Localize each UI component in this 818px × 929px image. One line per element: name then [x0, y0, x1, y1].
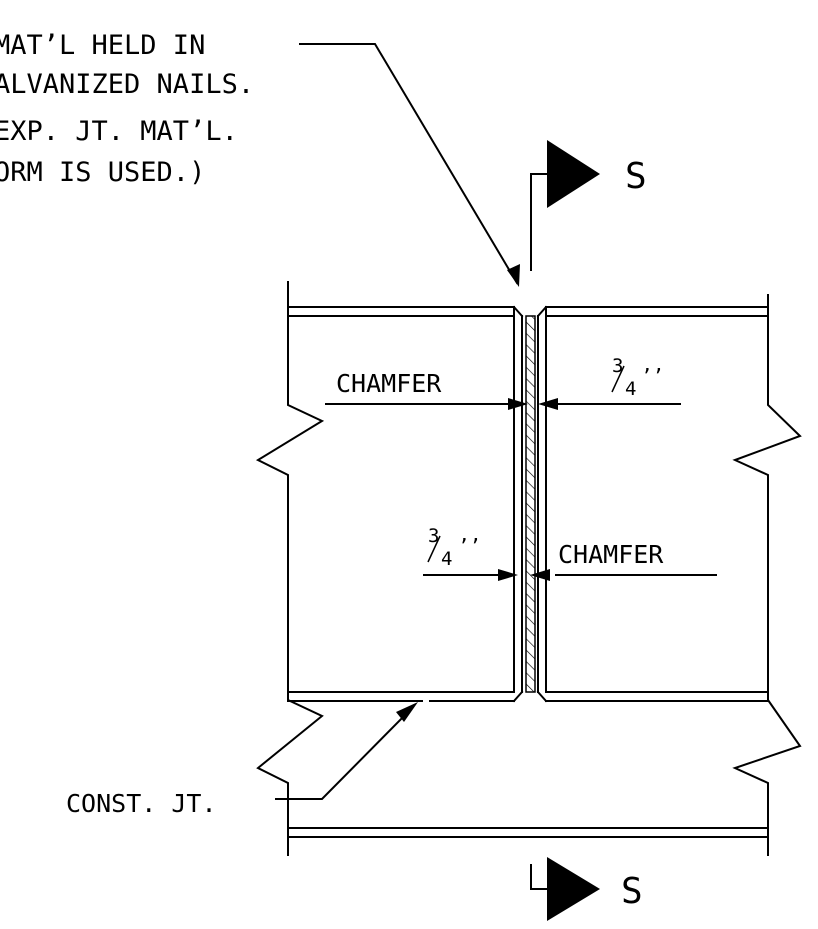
const-joint-callout: CONST. JT.: [66, 702, 418, 818]
upper-dimension: CHAMFER 3 4 ’’: [325, 355, 681, 410]
note-line-4: ORM IS USED.): [0, 157, 205, 188]
upper-value-den: 4: [625, 378, 636, 400]
notes-block: MAT’L HELD IN ALVANIZED NAILS. EXP. JT. …: [0, 30, 254, 188]
section-mark-bottom: S: [530, 857, 643, 921]
upper-right-arrowhead: [538, 398, 558, 410]
section-label-bottom: S: [621, 871, 643, 912]
lower-left-arrowhead: [498, 569, 518, 581]
expansion-joint: [513, 306, 547, 693]
note-leader-arrowhead: [507, 264, 520, 287]
lower-value-inch: ’’: [458, 535, 481, 557]
lower-chamfer-label: CHAMFER: [558, 540, 664, 569]
note-line-2: ALVANIZED NAILS.: [0, 69, 254, 100]
section-label-top: S: [625, 156, 647, 197]
slab-outline: [255, 281, 802, 856]
upper-value-inch: ’’: [641, 365, 664, 387]
upper-chamfer-label: CHAMFER: [336, 369, 442, 398]
upper-value-num: 3: [612, 355, 623, 377]
section-arrow-bottom-icon: [547, 857, 600, 921]
upper-left-arrowhead: [508, 398, 528, 410]
const-joint-arrowhead: [396, 702, 418, 722]
joint-filler-material: [525, 315, 536, 693]
note-leader: [299, 43, 520, 287]
lower-dimension: 3 4 ’’ CHAMFER: [423, 525, 717, 581]
section-mark-top: S: [530, 140, 647, 271]
lower-value-num: 3: [428, 525, 439, 547]
note-line-1: MAT’L HELD IN: [0, 30, 205, 61]
note-line-3: EXP. JT. MAT’L.: [0, 116, 238, 147]
section-arrow-top-icon: [547, 140, 600, 208]
const-joint-label: CONST. JT.: [66, 789, 217, 818]
lower-right-arrowhead: [530, 569, 550, 581]
lower-value-den: 4: [441, 548, 452, 570]
